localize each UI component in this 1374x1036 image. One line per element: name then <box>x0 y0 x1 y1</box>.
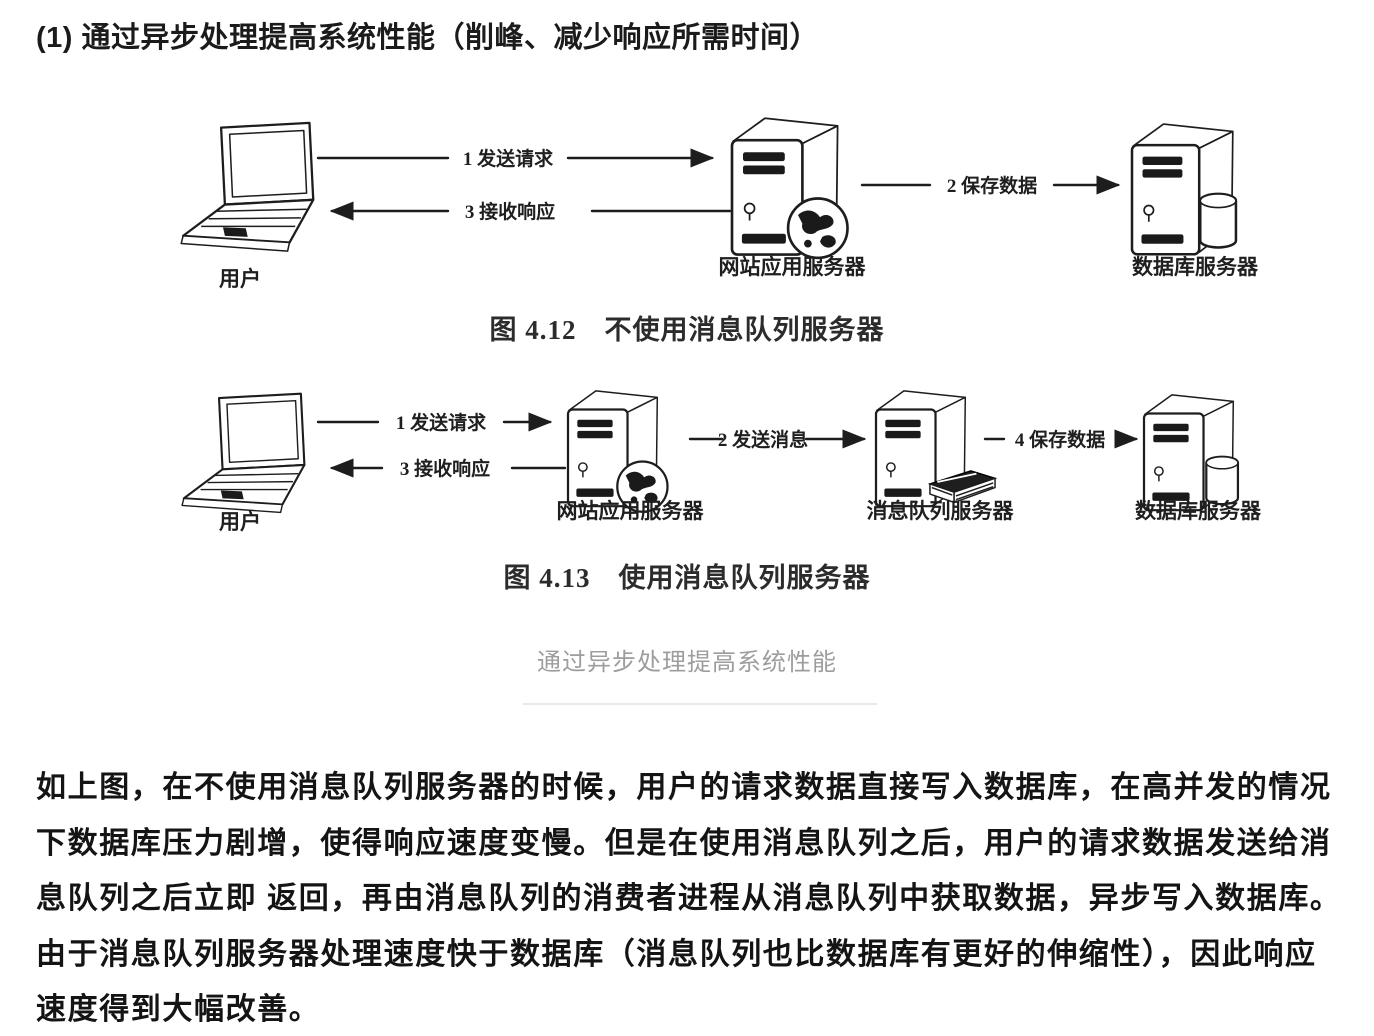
body-line: 如上图，在不使用消息队列服务器的时候，用户的请求数据直接写入数据库，在高并发的情… <box>36 771 1332 804</box>
body-line: 下数据库压力剧增，使得响应速度变慢。但是在使用消息队列之后，用户的请求数据发送给… <box>36 826 1332 860</box>
arrow-save-data-label: 4 保存数据 <box>1015 428 1105 451</box>
figure-without-mq-diagram: 用户 1 发送请求 3 接收响应 网站应用服务器 2 保存数据 数据库服务器 <box>180 116 1259 291</box>
body-line: 速度得到大幅改善。 <box>36 993 321 1026</box>
arrow-save-data-label: 2 保存数据 <box>947 174 1037 197</box>
arrow-receive-response-label: 3 接收响应 <box>465 200 555 223</box>
database-cylinder-icon <box>1205 455 1240 506</box>
body-line: 息队列之后立即 返回，再由消息队列的消费者进程从消息队列中获取数据，异步写入数据… <box>36 882 1342 915</box>
divider <box>523 703 877 705</box>
mq-server-label: 消息队列服务器 <box>867 499 1015 523</box>
arrow-send-request-label: 1 发送请求 <box>463 147 554 170</box>
figure-with-mq-diagram: 用户 1 发送请求 3 接收响应 网站应用服务器 2 发送消息 消息队列服务器 … <box>181 389 1262 534</box>
web-server-icon <box>730 116 849 260</box>
arrow-send-request-label: 1 发送请求 <box>396 411 487 434</box>
db-server-label: 数据库服务器 <box>1132 255 1259 279</box>
figure-413-caption: 图 4.13 使用消息队列服务器 <box>503 563 871 593</box>
web-server-label: 网站应用服务器 <box>719 255 867 279</box>
page-title: (1) 通过异步处理提高系统性能（削峰、减少响应所需时间） <box>36 22 820 54</box>
db-server-label: 数据库服务器 <box>1135 499 1262 523</box>
laptop-icon <box>180 121 315 253</box>
database-cylinder-icon <box>1198 192 1238 249</box>
globe-icon <box>786 197 849 260</box>
user-label: 用户 <box>219 267 261 291</box>
arrow-send-message-label: 2 发送消息 <box>718 428 808 451</box>
body-line: 由于消息队列服务器处理速度快于数据库（消息队列也比数据库有更好的伸缩性），因此响… <box>36 937 1317 971</box>
web-server-icon <box>566 389 669 513</box>
db-server-icon <box>1142 393 1240 512</box>
figure-412-caption: 图 4.12 不使用消息队列服务器 <box>489 315 885 345</box>
mq-server-icon <box>874 389 996 508</box>
db-server-icon <box>1130 122 1238 256</box>
arrow-receive-response-label: 3 接收响应 <box>400 457 490 480</box>
web-server-label: 网站应用服务器 <box>557 499 705 523</box>
laptop-icon <box>181 392 306 514</box>
user-label: 用户 <box>219 510 261 534</box>
image-caption: 通过异步处理提高系统性能 <box>537 649 837 676</box>
body-paragraph: 如上图，在不使用消息队列服务器的时候，用户的请求数据直接写入数据库，在高并发的情… <box>36 760 1352 1036</box>
